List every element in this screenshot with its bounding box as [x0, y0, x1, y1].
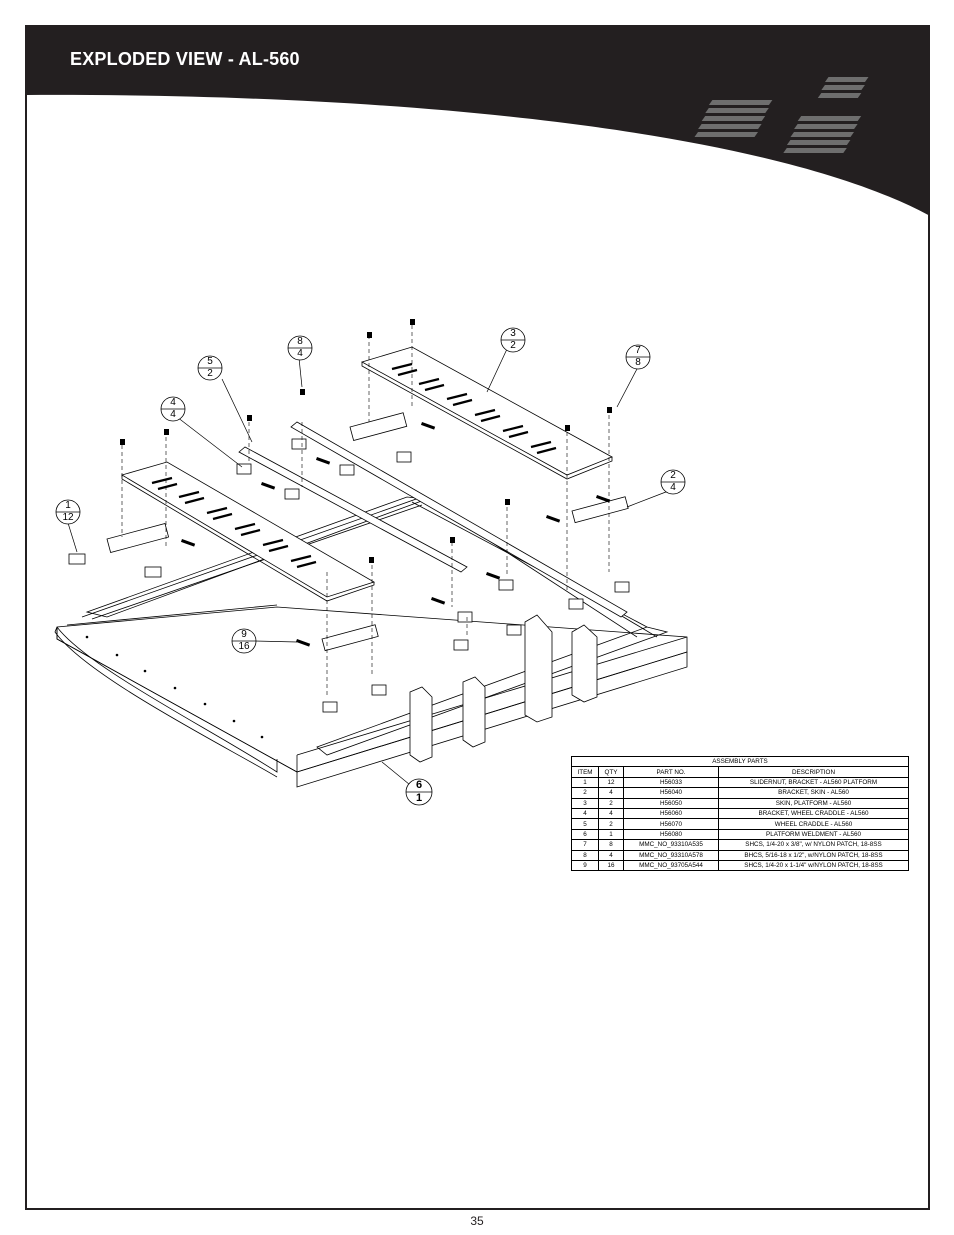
description-cell: BRACKET, WHEEL CRADDLE - AL560 — [718, 807, 909, 820]
part-no-cell: MMC_NO_93705A544 — [623, 859, 719, 872]
page-title: EXPLODED VIEW - AL-560 — [70, 49, 300, 69]
uprights — [409, 614, 598, 763]
item-cell: 7 — [571, 839, 599, 851]
callout-8-item: 8 — [297, 336, 303, 347]
qty-cell: 4 — [598, 787, 624, 799]
item-cell: 5 — [571, 818, 599, 830]
callout-2-item: 2 — [670, 470, 676, 481]
exploded-view-drawing — [54, 319, 688, 806]
qty-cell: 2 — [598, 818, 624, 830]
description-cell: SKIN, PLATFORM - AL560 — [718, 797, 909, 809]
description-cell: SHCS, 1/4-20 x 1-1/4" w/NYLON PATCH, 18-… — [718, 859, 909, 872]
callout-labels: 1 12 2 4 3 2 4 4 5 2 6 1 7 8 8 4 9 16 — [27, 27, 928, 1208]
part-no-cell: H56033 — [623, 776, 719, 789]
assembly-parts-table: ASSEMBLY PARTS ITEM QTY PART NO. DESCRIP… — [571, 755, 909, 872]
callout-6-qty: 1 — [415, 792, 423, 804]
callout-9-qty: 16 — [238, 641, 250, 652]
callout-leaders — [67, 348, 672, 790]
table-row: 6 1 H56080 PLATFORM WELDMENT - AL560 — [571, 828, 909, 841]
table-row: 4 4 H56060 BRACKET, WHEEL CRADDLE - AL56… — [571, 807, 909, 820]
callout-9-item: 9 — [241, 629, 247, 640]
part-no-cell: H56040 — [623, 787, 719, 799]
part-no-cell: MMC_NO_93310A578 — [623, 849, 719, 861]
header-band — [27, 27, 928, 215]
assembly-lines — [121, 325, 610, 697]
item-cell: 8 — [571, 849, 599, 861]
callout-8-qty: 4 — [297, 348, 303, 359]
callout-balloons — [55, 327, 686, 806]
striped-logo-icon — [694, 77, 869, 153]
description-cell: SHCS, 1/4-20 x 3/8", w/ NYLON PATCH, 18-… — [718, 839, 909, 851]
column-header: PART NO. — [623, 766, 719, 778]
brackets — [68, 412, 630, 713]
qty-cell: 4 — [598, 849, 624, 861]
item-cell: 1 — [571, 776, 599, 789]
item-cell: 2 — [571, 787, 599, 799]
screws — [120, 319, 612, 647]
column-header: DESCRIPTION — [718, 766, 909, 778]
qty-cell: 16 — [598, 859, 624, 872]
callout-3-item: 3 — [510, 328, 516, 339]
table-title: ASSEMBLY PARTS — [571, 755, 909, 768]
callout-5-item: 5 — [207, 356, 213, 367]
callout-5-qty: 2 — [207, 368, 213, 379]
table-row: 7 8 MMC_NO_93310A535 SHCS, 1/4-20 x 3/8"… — [571, 839, 909, 851]
item-cell: 6 — [571, 828, 599, 841]
callout-1-qty: 12 — [62, 512, 74, 523]
table-row: 2 4 H56040 BRACKET, SKIN - AL560 — [571, 787, 909, 799]
table-row: 9 16 MMC_NO_93705A544 SHCS, 1/4-20 x 1-1… — [571, 859, 909, 872]
description-cell: PLATFORM WELDMENT - AL560 — [718, 828, 909, 841]
part-no-cell: MMC_NO_93310A535 — [623, 839, 719, 851]
part-no-cell: H56080 — [623, 828, 719, 841]
callout-4-qty: 4 — [170, 409, 176, 420]
qty-cell: 2 — [598, 797, 624, 809]
description-cell: WHEEL CRADDLE - AL560 — [718, 818, 909, 830]
callout-2-qty: 4 — [670, 482, 676, 493]
callout-4-item: 4 — [170, 397, 176, 408]
callout-6-item: 6 — [415, 779, 423, 791]
skin-platform-left — [121, 461, 375, 602]
table-row: 3 2 H56050 SKIN, PLATFORM - AL560 — [571, 797, 909, 809]
qty-cell: 12 — [598, 776, 624, 789]
callout-7-qty: 8 — [635, 357, 641, 368]
part-no-cell: H56070 — [623, 818, 719, 830]
qty-cell: 4 — [598, 807, 624, 820]
part-no-cell: H56050 — [623, 797, 719, 809]
column-header: QTY — [598, 766, 624, 778]
callout-3-qty: 2 — [510, 340, 516, 351]
skin-platform-right — [360, 346, 613, 480]
table-row: 8 4 MMC_NO_93310A578 BHCS, 5/16-18 x 1/2… — [571, 849, 909, 861]
callout-7-item: 7 — [635, 345, 641, 356]
item-cell: 3 — [571, 797, 599, 809]
page-frame: EXPLODED VIEW - AL-560 — [25, 25, 930, 1210]
part-no-cell: H56060 — [623, 807, 719, 820]
item-cell: 9 — [571, 859, 599, 872]
description-cell: BHCS, 5/16-18 x 1/2", w/NYLON PATCH, 18-… — [718, 849, 909, 861]
qty-cell: 1 — [598, 828, 624, 841]
description-cell: BRACKET, SKIN - AL560 — [718, 787, 909, 799]
callout-1-item: 1 — [65, 500, 71, 511]
qty-cell: 8 — [598, 839, 624, 851]
column-header: ITEM — [571, 766, 599, 778]
table-row: 5 2 H56070 WHEEL CRADDLE - AL560 — [571, 818, 909, 830]
table-row: 1 12 H56033 SLIDERNUT, BRACKET - AL560 P… — [571, 776, 909, 789]
page-number: 35 — [470, 1214, 484, 1228]
description-cell: SLIDERNUT, BRACKET - AL560 PLATFORM — [718, 776, 909, 789]
item-cell: 4 — [571, 807, 599, 820]
wheel-cradle-rails — [238, 421, 628, 618]
